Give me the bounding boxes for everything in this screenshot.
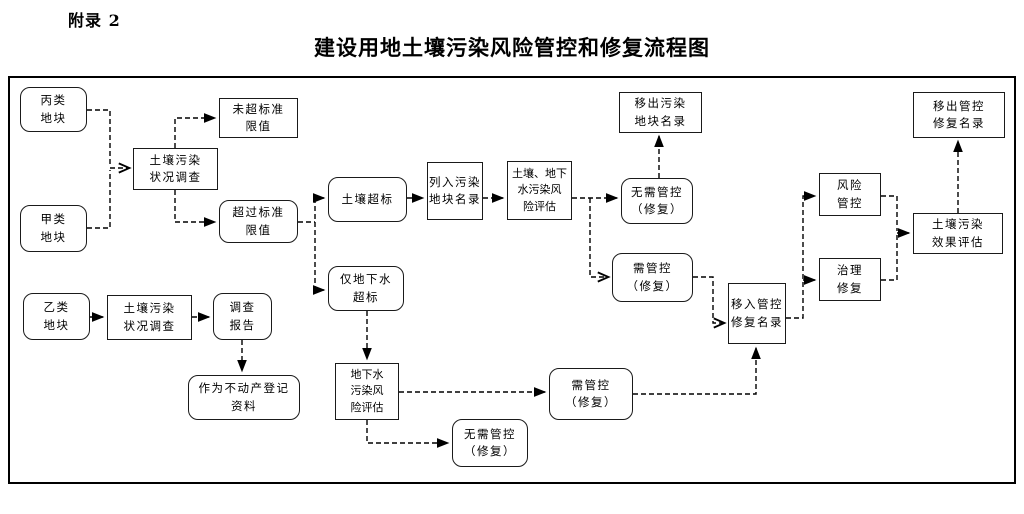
- node-survey-report: 调查 报告: [213, 293, 272, 340]
- edge-survey1-notexceed: [174, 113, 217, 148]
- node-remediation: 治理 修复: [819, 258, 881, 301]
- node-remove-control-list: 移出管控 修复名录: [913, 92, 1005, 138]
- edge-movein-riskcontrol: [786, 191, 817, 319]
- edge-control2-movein: [633, 346, 761, 395]
- node-risk-control: 风险 管控: [819, 173, 881, 216]
- node-soil-gw-risk-assess: 土壤、地下 水污染风 险评估: [507, 161, 572, 220]
- node-no-control-needed-2: 无需管控 （修复）: [452, 419, 528, 467]
- node-soil-survey-1: 土壤污染 状况调查: [133, 148, 218, 190]
- node-not-exceed-limit: 未超标准 限值: [219, 98, 298, 138]
- node-remove-polluted-list: 移出污染 地块名录: [619, 92, 702, 133]
- edge-plot-c-merge: [87, 109, 111, 166]
- edge-plot-a-merge: [87, 170, 111, 229]
- node-soil-survey-2: 土壤污染 状况调查: [107, 295, 192, 340]
- node-move-in-control-list: 移入管控 修复名录: [728, 283, 786, 344]
- node-no-control-needed-1: 无需管控 （修复）: [621, 178, 693, 224]
- node-gw-only-exceed: 仅地下水 超标: [328, 266, 404, 311]
- appendix-label: 附录 2: [68, 11, 121, 30]
- edge-riskassess-control1: [589, 198, 611, 283]
- diagram-border: [8, 76, 1016, 484]
- node-exceed-limit: 超过标准 限值: [219, 200, 298, 243]
- node-soil-exceed: 土壤超标: [328, 177, 407, 222]
- edge-riskcontrol-merge: [881, 195, 898, 231]
- edge-control1-movein: [693, 276, 727, 329]
- node-real-estate-register: 作为不动产登记 资料: [188, 375, 300, 420]
- edge-gwrisk-nocontrol2: [366, 420, 450, 448]
- node-control-needed-1: 需管控 （修复）: [612, 253, 693, 302]
- edge-survey1-exceed: [174, 190, 217, 227]
- node-plot-a: 甲类 地块: [20, 205, 87, 252]
- node-plot-b: 乙类 地块: [23, 293, 90, 340]
- node-effect-evaluation: 土壤污染 效果评估: [913, 213, 1003, 254]
- node-list-in-polluted: 列入污染 地块名录: [427, 162, 483, 220]
- edge-remediation-merge: [881, 235, 898, 281]
- node-gw-risk-assess: 地下水 污染风 险评估: [335, 363, 399, 420]
- node-control-needed-2: 需管控 （修复）: [549, 368, 633, 420]
- page-title: 建设用地土壤污染风险管控和修复流程图: [314, 36, 710, 60]
- node-plot-c: 丙类 地块: [20, 87, 87, 132]
